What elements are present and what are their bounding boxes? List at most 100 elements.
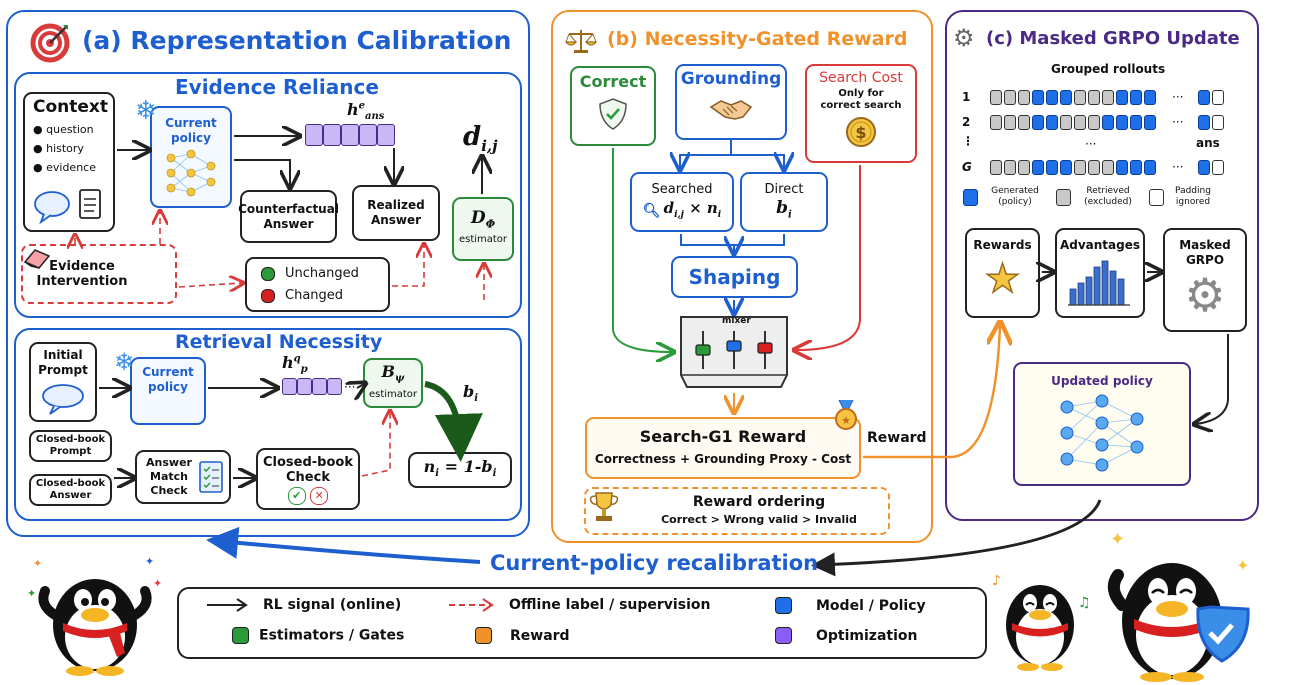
policy-label: Current policy [165, 116, 217, 145]
snowflake-icon: ❄ [135, 96, 157, 126]
gear-icon: ⚙ [953, 24, 975, 52]
searched-formula: 🔍︎ di,j × ni [642, 198, 722, 220]
changed-status-box: Unchanged Changed [245, 257, 390, 312]
svg-text:★: ★ [841, 414, 851, 427]
reward-title: Search-G1 Reward [639, 427, 807, 446]
svg-text:✦: ✦ [145, 555, 154, 568]
handshake-icon [709, 100, 753, 120]
rollout-ellipsis: ··· [1085, 137, 1097, 151]
row-label: 2 [962, 115, 971, 129]
updated-policy-label: Updated policy [1051, 374, 1153, 388]
legend-generated: Generated (policy) [963, 186, 1042, 208]
h-p-label: hqp [282, 353, 308, 376]
ordering-title: Reward ordering [692, 494, 826, 510]
gear-icon: ⚙ [1184, 268, 1226, 322]
coin-icon: $ [846, 117, 876, 147]
search-cost-label: Search Cost [819, 70, 903, 86]
target-icon [30, 23, 70, 63]
svg-text:✦: ✦ [33, 557, 42, 570]
b-i-label: bi [463, 382, 478, 405]
changed-item: Changed [261, 288, 343, 303]
direct-label: Direct [764, 181, 804, 197]
masked-grpo-box: Masked GRPO ⚙ [1163, 228, 1247, 332]
row-label: G [962, 160, 972, 174]
rollout-ellipsis: ··· [1172, 160, 1184, 174]
d-ij-label: di,j [463, 122, 498, 156]
shaping-box: Shaping [671, 256, 798, 298]
legend-box [177, 587, 987, 659]
retrieval-necessity-panel [14, 328, 522, 521]
checklist-icon [198, 461, 223, 493]
legend-model: Model / Policy [775, 597, 926, 614]
penguin-mascot-shield: ✦✦ [1100, 525, 1260, 683]
answer-tokens [1198, 90, 1224, 105]
svg-text:✦: ✦ [27, 587, 36, 600]
token-legend: Generated (policy) Retrieved (excluded) … [963, 186, 1216, 208]
search-g1-reward-box: Search-G1 Reward Correctness + Grounding… [585, 417, 861, 479]
rollout-row [990, 90, 1156, 105]
speech-icon [42, 384, 84, 415]
retrieval-necessity-title: Retrieval Necessity [175, 331, 383, 353]
advantages-label: Advantages [1059, 238, 1141, 252]
recalibration-label: Current-policy recalibration [490, 551, 819, 575]
star-icon: ★ [984, 256, 1021, 302]
neural-net-icon [1060, 394, 1144, 472]
rewards-box: Rewards ★ [965, 228, 1040, 318]
svg-text:♫: ♫ [1078, 595, 1091, 611]
snowflake-icon: ❄ [114, 348, 135, 376]
b-psi-estimator-box: Bψ estimator [363, 358, 423, 408]
legend-padding: Padding ignored [1149, 186, 1216, 208]
mixer-icon [677, 311, 791, 391]
grouped-rollouts-title: Grouped rollouts [1051, 62, 1166, 76]
closed-book-prompt-box: Closed-book Prompt [29, 430, 112, 462]
policy-label: Current policy [142, 365, 194, 394]
updated-policy-box: Updated policy [1013, 362, 1191, 486]
context-item: ● history [33, 142, 84, 155]
initial-prompt-box: Initial Prompt [29, 342, 97, 422]
grounding-box: Grounding [675, 64, 787, 140]
panel-necessity-gated-reward [551, 10, 933, 543]
reward-tag: Reward [867, 430, 927, 446]
panel-masked-grpo-update [945, 10, 1259, 521]
legend-reward: Reward [475, 627, 570, 644]
svg-text:♪: ♪ [992, 573, 1001, 589]
d-phi-sublabel: estimator [458, 233, 508, 245]
answer-match-check-box: Answer Match Check [135, 450, 231, 504]
svg-text:✦: ✦ [1110, 529, 1125, 550]
correct-label: Correct [579, 72, 647, 91]
shield-check-icon [599, 98, 627, 130]
svg-text:✦: ✦ [1236, 556, 1249, 575]
row-label: 1 [962, 90, 971, 104]
evidence-intervention-box: Evidence Intervention [21, 244, 177, 304]
d-phi-estimator-box: DΦ estimator [452, 197, 514, 261]
penguin-mascot-small: ♪♫ [990, 555, 1091, 675]
eraser-icon [23, 249, 166, 284]
ans-label: ans [1196, 136, 1220, 150]
legend-offline: Offline label / supervision [447, 597, 710, 613]
rollout-row [990, 160, 1156, 175]
n-formula: ni = 1-bi [423, 456, 497, 480]
panel-c-title: (c) Masked GRPO Update [986, 28, 1240, 49]
counterfactual-answer-box: Counterfactual Answer [238, 190, 339, 243]
rewards-label: Rewards [973, 238, 1032, 252]
h-ans-token-row [305, 124, 395, 146]
correct-box: Correct [570, 66, 656, 146]
answer-tokens [1198, 115, 1224, 130]
advantages-box: Advantages [1055, 228, 1145, 318]
searched-box: Searched 🔍︎ di,j × ni [630, 172, 734, 232]
b-psi-label: Bψ [381, 362, 405, 385]
magnifier-icon: 🔍︎ [642, 203, 661, 219]
legend-rl-signal: RL signal (online) [205, 597, 401, 613]
medal-icon: ★ [831, 398, 861, 432]
unchanged-item: Unchanged [261, 266, 359, 281]
trophy-icon [589, 492, 653, 529]
legend-retrieved: Retrieved (excluded) [1056, 186, 1135, 208]
svg-text:$: $ [855, 123, 866, 142]
legend-estimators: Estimators / Gates [232, 627, 404, 644]
context-item: ● question [33, 123, 94, 136]
closed-book-check-box: Closed-book Check ✔ ✕ [256, 448, 360, 510]
context-title: Context [33, 97, 109, 117]
evidence-intervention-label: Evidence Intervention [36, 259, 128, 289]
search-cost-note: Only for correct search [820, 88, 902, 111]
